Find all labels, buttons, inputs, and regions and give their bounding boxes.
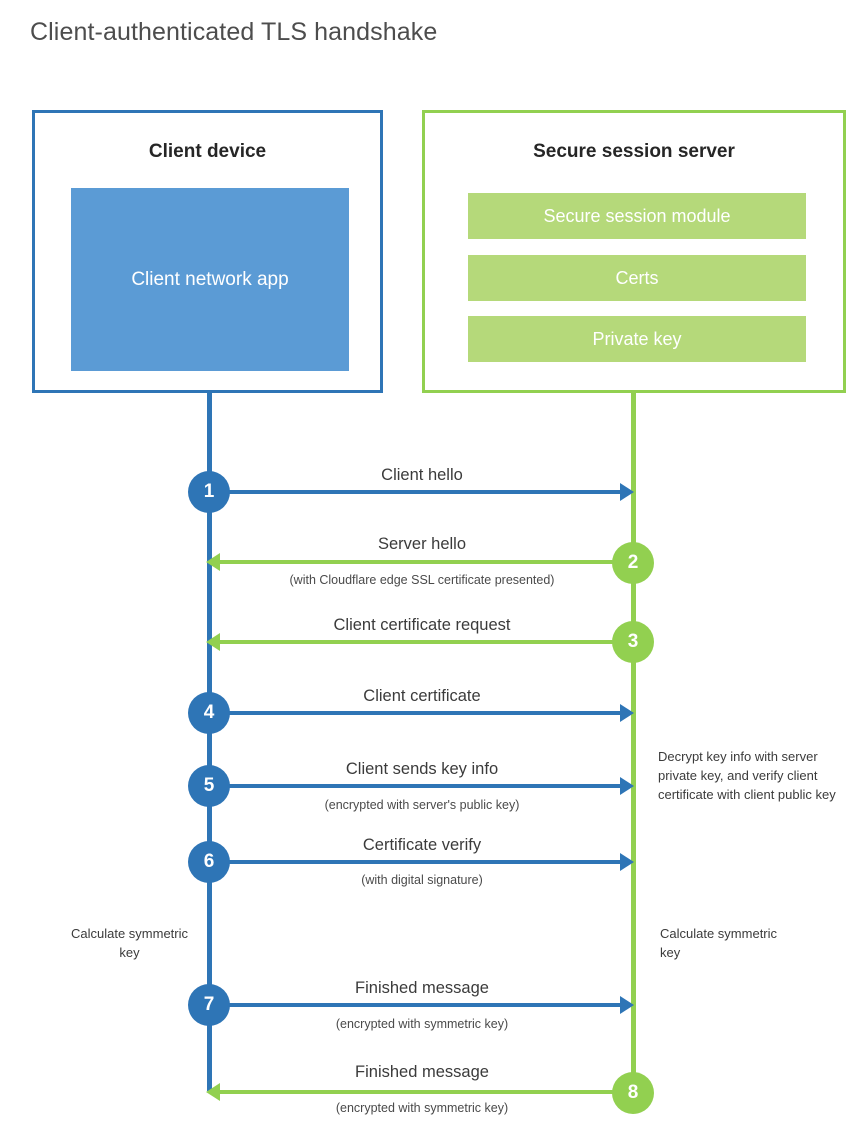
step-4-arrow-head-icon	[620, 704, 634, 722]
step-6-label: Certificate verify	[362, 836, 482, 854]
certs-block: Certs	[468, 255, 806, 301]
client-device-box: Client device Client network app	[32, 110, 383, 393]
client-network-app-block: Client network app	[71, 188, 349, 371]
step-2-circle[interactable]: 2	[612, 542, 654, 584]
client-device-title: Client device	[148, 141, 267, 162]
step-2-sublabel: (with Cloudflare edge SSL certificate pr…	[289, 573, 555, 587]
step-7-circle[interactable]: 7	[188, 984, 230, 1026]
step-5-circle[interactable]: 5	[188, 765, 230, 807]
step-6-arrow-line	[210, 860, 624, 864]
step-3-circle[interactable]: 3	[612, 621, 654, 663]
step-3-arrow-head-icon	[206, 633, 220, 651]
server-decrypt-note: Decrypt key info with server private key…	[658, 749, 836, 802]
server-calculate-symmetric-key-note: Calculate symmetric key	[660, 926, 778, 960]
step-4-circle[interactable]: 4	[188, 692, 230, 734]
client-calculate-symmetric-key-note: Calculate symmetric key	[70, 926, 189, 960]
step-8-arrow-line	[216, 1090, 634, 1094]
step-5-sublabel: (encrypted with server's public key)	[324, 798, 520, 812]
secure-session-module-block: Secure session module	[468, 193, 806, 239]
client-lifeline	[207, 391, 212, 1091]
private-key-block: Private key	[468, 316, 806, 362]
step-8-circle[interactable]: 8	[612, 1072, 654, 1114]
step-8-label: Finished message	[355, 1063, 489, 1081]
step-3-label: Client certificate request	[333, 616, 511, 634]
step-5-arrow-line	[210, 784, 624, 788]
secure-session-server-title: Secure session server	[533, 141, 735, 162]
step-5-label: Client sends key info	[345, 760, 499, 778]
step-1-circle[interactable]: 1	[188, 471, 230, 513]
step-3-arrow-line	[216, 640, 634, 644]
step-8-arrow-head-icon	[206, 1083, 220, 1101]
step-6-sublabel: (with digital signature)	[361, 873, 483, 887]
step-4-arrow-line	[210, 711, 624, 715]
step-6-arrow-head-icon	[620, 853, 634, 871]
step-8-sublabel: (encrypted with symmetric key)	[335, 1101, 509, 1115]
step-7-arrow-line	[210, 1003, 624, 1007]
step-5-arrow-head-icon	[620, 777, 634, 795]
server-lifeline	[631, 391, 636, 1093]
step-7-label: Finished message	[355, 979, 489, 997]
step-2-label: Server hello	[377, 535, 467, 553]
page-title: Client-authenticated TLS handshake	[30, 18, 438, 46]
step-7-sublabel: (encrypted with symmetric key)	[335, 1017, 509, 1031]
step-2-arrow-head-icon	[206, 553, 220, 571]
step-1-arrow-head-icon	[620, 483, 634, 501]
step-6-circle[interactable]: 6	[188, 841, 230, 883]
step-2-arrow-line	[216, 560, 634, 564]
secure-session-server-box: Secure session server Secure session mod…	[422, 110, 846, 393]
step-4-label: Client certificate	[363, 687, 481, 705]
step-1-label: Client hello	[381, 466, 463, 484]
step-7-arrow-head-icon	[620, 996, 634, 1014]
step-1-arrow-line	[210, 490, 624, 494]
